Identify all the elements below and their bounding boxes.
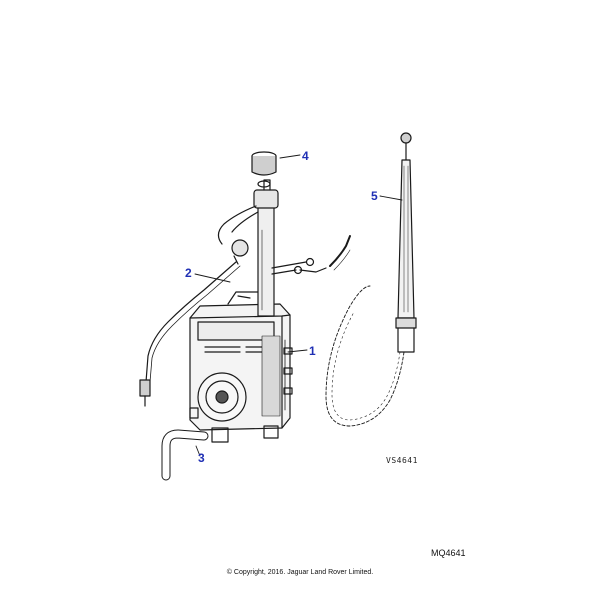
terminal-wires (271, 235, 351, 275)
replacement-mast (325, 132, 417, 427)
leader-lines (194, 154, 403, 457)
callout-3[interactable]: 3 (198, 451, 205, 465)
mounting-bracket (217, 205, 259, 265)
drawing-code: VS4641 (386, 456, 418, 465)
mounting-nut (251, 151, 277, 188)
antenna-mast-tube (253, 179, 279, 317)
callout-2[interactable]: 2 (185, 266, 192, 280)
antenna-lead (139, 261, 241, 407)
callout-1[interactable]: 1 (309, 344, 316, 358)
antenna-motor-unit (189, 291, 293, 443)
page-code: MQ4641 (431, 548, 466, 558)
callout-5[interactable]: 5 (371, 189, 378, 203)
callout-4[interactable]: 4 (302, 149, 309, 163)
copyright-notice: © Copyright, 2016. Jaguar Land Rover Lim… (226, 569, 374, 576)
drain-tube (161, 429, 209, 481)
